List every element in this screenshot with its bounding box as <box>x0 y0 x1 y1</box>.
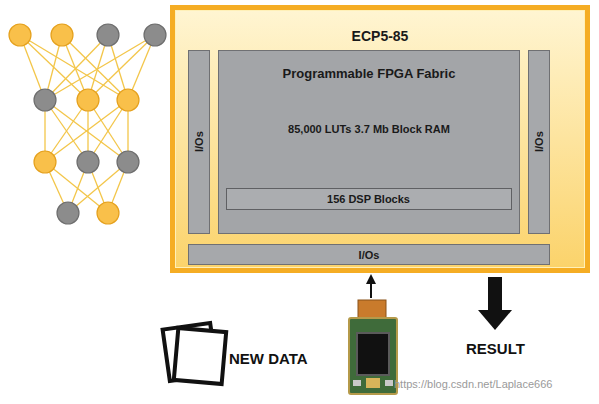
photo-icon <box>163 323 227 384</box>
io-bank: I/Os <box>188 50 210 234</box>
arrow-shaft <box>488 277 502 311</box>
io-bank: I/Os <box>528 50 550 234</box>
neuron-active <box>77 89 99 111</box>
io-bank: I/Os <box>188 244 550 265</box>
network-links <box>20 35 155 213</box>
device-frame: ECP5-85I/Os Programmable FPGA Fabric 85,00… <box>170 5 590 273</box>
arrow-head <box>366 274 376 284</box>
neuron-active <box>97 202 119 224</box>
watermark: https://blog.csdn.net/Laplace666 <box>394 378 552 390</box>
neuron-idle <box>144 24 166 46</box>
camera-module <box>349 300 397 394</box>
io-label: I/Os <box>529 51 549 233</box>
network-link <box>62 35 128 100</box>
neuron-idle <box>97 24 119 46</box>
camera-board <box>349 318 397 394</box>
neuron-idle <box>117 151 139 173</box>
io-label: I/Os <box>189 245 549 264</box>
neuron-active <box>117 89 139 111</box>
arrow-head <box>478 310 512 330</box>
input-arrow <box>366 274 376 298</box>
dsp-label: 156 DSP Blocks <box>227 189 511 209</box>
fpga-fabric: Programmable FPGA Fabric 85,000 LUTs 3.7 … <box>218 50 520 234</box>
neuron-active <box>51 24 73 46</box>
dsp-block: 156 DSP Blocks <box>226 188 512 210</box>
board-component <box>366 378 380 388</box>
network-link <box>68 162 128 213</box>
output-arrow <box>478 277 512 330</box>
neuron-active <box>9 24 31 46</box>
board-component <box>385 380 393 386</box>
neuron-idle <box>34 89 56 111</box>
fabric-resources: 85,000 LUTs 3.7 Mb Block RAM <box>219 123 519 135</box>
io-label: I/Os <box>189 51 209 233</box>
neuron-active <box>34 151 56 173</box>
photo-frame <box>174 328 226 384</box>
output-caption: RESULT <box>466 340 525 357</box>
fabric-title: Programmable FPGA Fabric <box>219 66 519 81</box>
input-caption: NEW DATA <box>229 350 308 367</box>
arrow-shaft <box>370 282 372 298</box>
neuron-idle <box>57 202 79 224</box>
device-title: ECP5-85 <box>175 28 585 44</box>
network-neurons <box>9 24 166 224</box>
board-component <box>353 380 361 386</box>
image-sensor <box>357 333 389 375</box>
network-link <box>88 35 155 100</box>
neuron-idle <box>77 151 99 173</box>
